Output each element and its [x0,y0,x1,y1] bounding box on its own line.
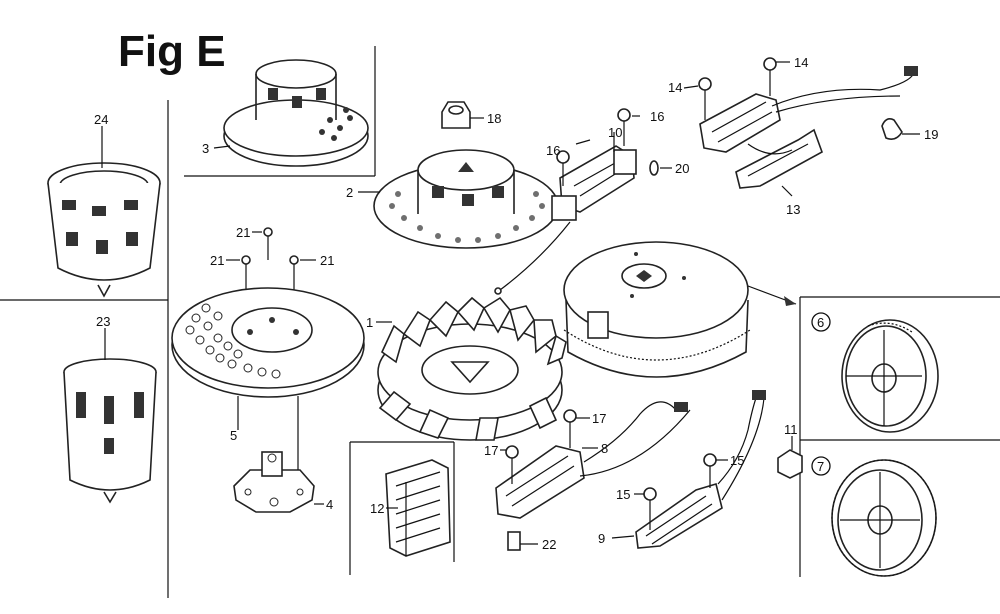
callout-17-left: 17 [484,443,498,458]
frame-lines [0,46,1000,598]
callout-10: 10 [608,125,622,140]
callout-17-right: 17 [592,411,606,426]
callout-15-right: 15 [730,453,744,468]
callout-6: 6 [817,315,824,330]
callout-3: 3 [202,141,209,156]
part-9-lighting-coil [635,390,766,549]
callout-14-left: 14 [668,80,682,95]
callout-5: 5 [230,428,237,443]
part-14-screw [698,57,777,120]
callout-8: 8 [601,441,608,456]
part-13-charge-coil [699,66,918,189]
callout-13: 13 [786,202,800,217]
callout-14-right: 14 [794,55,808,70]
part-1-fan [377,296,567,441]
callout-21-top: 21 [236,225,250,240]
callout-7: 7 [817,459,824,474]
part-8-exciter-coil [495,401,691,551]
part-12-rectifier [385,459,451,557]
callout-22: 22 [542,537,556,552]
part-5-plate [171,287,365,398]
part-16-screw [556,108,631,186]
callout-labels: 24 23 3 2 18 16 10 16 20 14 14 19 13 1 2… [94,55,938,552]
part-3-pulley [223,59,369,167]
callout-24: 24 [94,112,108,127]
part-4-base-mount [233,451,315,513]
part-5-leader [237,396,299,470]
callout-19: 19 [924,127,938,142]
callout-4: 4 [326,497,333,512]
part-10-ignition-coil [494,145,637,295]
part-11-block [777,449,803,479]
part-23-cylinder [63,358,157,504]
callout-15-left: 15 [616,487,630,502]
part-19-clip [881,118,903,140]
part-20-washer [649,160,659,176]
callout-12: 12 [370,501,384,516]
callout-23: 23 [96,314,110,329]
part-2-perforated-pulley [373,149,559,249]
callout-11: 11 [784,422,798,437]
part-7-gear [831,459,937,577]
leader-lines [101,61,920,545]
callout-9: 9 [598,531,605,546]
figure-title: Fig E [118,27,226,76]
callout-21-right: 21 [320,253,334,268]
callout-1: 1 [366,315,373,330]
callout-18: 18 [487,111,501,126]
part-6-pulley [841,319,939,433]
callout-21-left: 21 [210,253,224,268]
part-21-screws [241,227,299,290]
part-18-nut [441,101,471,129]
callout-20: 20 [675,161,689,176]
part-24-cup [47,162,161,298]
flywheel [563,241,797,378]
part-17-screw [505,409,577,484]
callout-16-right: 16 [650,109,664,124]
callout-16-left: 16 [546,143,560,158]
callout-2: 2 [346,185,353,200]
